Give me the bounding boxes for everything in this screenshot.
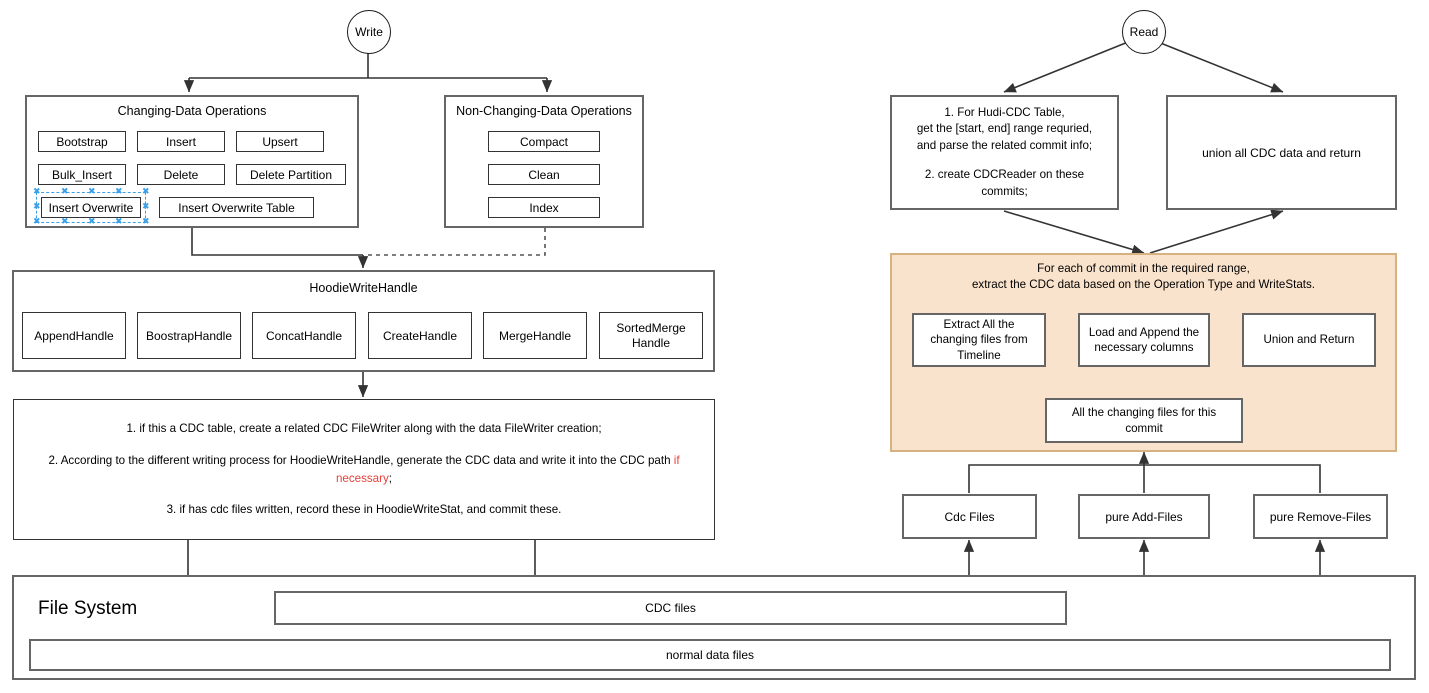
selection-handle-n1[interactable]: ✖ <box>61 187 69 197</box>
non-changing-data-operations-group[interactable] <box>444 95 644 228</box>
operation-bootstrap[interactable]: Bootstrap <box>38 131 126 152</box>
commit-panel-header-line-2: extract the CDC data based on the Operat… <box>971 277 1316 291</box>
read-prepare-line-6: commits; <box>981 184 1028 198</box>
handle-boostrap[interactable]: BoostrapHandle <box>137 312 241 359</box>
handle-sorted-merge[interactable]: SortedMerge Handle <box>599 312 703 359</box>
operation-delete[interactable]: Delete <box>137 164 225 185</box>
handle-concat[interactable]: ConcatHandle <box>252 312 356 359</box>
source-pure-remove-files[interactable]: pure Remove-Files <box>1253 494 1388 539</box>
operation-clean[interactable]: Clean <box>488 164 600 185</box>
selection-handle-s3[interactable]: ✖ <box>115 217 123 227</box>
read-prepare-line-5: 2. create CDCReader on these <box>924 167 1085 181</box>
changing-data-operations-title: Changing-Data Operations <box>117 104 267 118</box>
handle-append[interactable]: AppendHandle <box>22 312 126 359</box>
read-prepare-line-1: 1. For Hudi-CDC Table, <box>944 105 1065 119</box>
cdc-write-step-1: 1. if this a CDC table, create a related… <box>126 421 602 435</box>
selection-handle-s1[interactable]: ✖ <box>61 217 69 227</box>
cdc-files-bar[interactable]: CDC files <box>274 591 1067 625</box>
cdc-write-step-2-b: ; <box>388 471 393 485</box>
normal-data-files-bar[interactable]: normal data files <box>29 639 1391 671</box>
cdc-write-step-2: 2. According to the different writing pr… <box>30 452 698 488</box>
operation-delete-partition[interactable]: Delete Partition <box>236 164 346 185</box>
handle-merge[interactable]: MergeHandle <box>483 312 587 359</box>
cdc-write-step-2-emphasis: if necessary <box>335 453 680 485</box>
selection-handle-n3[interactable]: ✖ <box>115 187 123 197</box>
operation-index[interactable]: Index <box>488 197 600 218</box>
selection-marquee: ✖ ✖ ✖ ✖ ✖ ✖ ✖ ✖ ✖ ✖ ✖ ✖ <box>33 187 150 227</box>
stage-all-changing-files-commit[interactable]: All the changing files for this commit <box>1045 398 1243 443</box>
selection-handle-ne[interactable]: ✖ <box>142 187 150 197</box>
operation-compact[interactable]: Compact <box>488 131 600 152</box>
selection-handle-n2[interactable]: ✖ <box>88 187 96 197</box>
hoodie-write-handle-group[interactable] <box>12 270 715 372</box>
selection-handle-s2[interactable]: ✖ <box>88 217 96 227</box>
selection-handle-sw[interactable]: ✖ <box>33 217 41 227</box>
operation-insert-overwrite-table[interactable]: Insert Overwrite Table <box>159 197 314 218</box>
commit-panel-header-line-1: For each of commit in the required range… <box>1037 261 1250 275</box>
operation-bulk-insert[interactable]: Bulk_Insert <box>38 164 126 185</box>
operation-insert[interactable]: Insert <box>137 131 225 152</box>
read-start-label: Read <box>1129 25 1159 39</box>
cdc-write-step-3: 3. if has cdc files written, record thes… <box>166 503 562 517</box>
operation-upsert[interactable]: Upsert <box>236 131 324 152</box>
read-prepare-box[interactable]: 1. For Hudi-CDC Table, get the [start, e… <box>890 95 1119 210</box>
read-start-node[interactable]: Read <box>1122 10 1166 54</box>
hoodie-write-handle-title: HoodieWriteHandle <box>309 281 418 295</box>
selection-handle-se[interactable]: ✖ <box>142 217 150 227</box>
stage-union-and-return[interactable]: Union and Return <box>1242 313 1376 367</box>
stage-extract-changing-files[interactable]: Extract All the changing files from Time… <box>912 313 1046 367</box>
write-start-node[interactable]: Write <box>347 10 391 54</box>
stage-load-append-columns[interactable]: Load and Append the necessary columns <box>1078 313 1210 367</box>
selection-handle-nw[interactable]: ✖ <box>33 187 41 197</box>
read-prepare-line-3: and parse the related commit info; <box>916 139 1093 153</box>
file-system-title: File System <box>38 598 138 619</box>
selection-outline <box>36 192 146 223</box>
read-prepare-line-2: get the [start, end] range requried, <box>916 122 1093 136</box>
source-cdc-files[interactable]: Cdc Files <box>902 494 1037 539</box>
cdc-write-steps-box[interactable]: 1. if this a CDC table, create a related… <box>13 399 715 540</box>
selection-handle-w[interactable]: ✖ <box>33 202 41 212</box>
cdc-write-step-2-a: 2. According to the different writing pr… <box>48 453 674 467</box>
read-union-box[interactable]: union all CDC data and return <box>1166 95 1397 210</box>
non-changing-data-operations-title: Non-Changing-Data Operations <box>456 104 632 118</box>
handle-create[interactable]: CreateHandle <box>368 312 472 359</box>
source-pure-add-files[interactable]: pure Add-Files <box>1078 494 1210 539</box>
selection-handle-e[interactable]: ✖ <box>142 202 150 212</box>
write-start-label: Write <box>355 25 383 39</box>
operation-insert-overwrite[interactable]: Insert Overwrite <box>41 197 141 218</box>
